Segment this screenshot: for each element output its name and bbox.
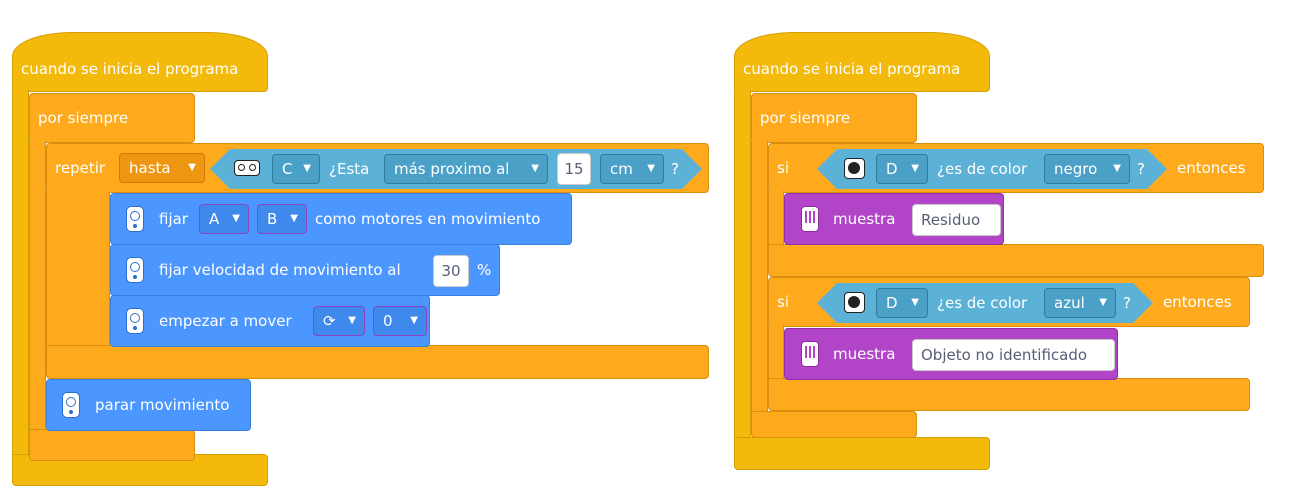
motor-pair-icon: [126, 257, 144, 283]
color-question-label-2: ¿es de color: [937, 294, 1028, 312]
set-motors-label: fijar: [159, 210, 188, 228]
direction-value: ⟳: [323, 312, 336, 330]
color-blue-value: azul: [1054, 294, 1085, 312]
right-hat-foot: [734, 437, 990, 470]
set-speed-block[interactable]: fijar velocidad de movimiento al 30 %: [110, 244, 500, 296]
distance-value-input[interactable]: 15: [557, 153, 591, 185]
repeat-arm: [46, 191, 110, 347]
stop-moving-block[interactable]: parar movimiento: [46, 379, 251, 431]
color-qmark: ?: [1137, 160, 1145, 178]
right-hat-block[interactable]: cuando se inicia el programa: [734, 32, 990, 92]
right-forever-block[interactable]: por siempre: [751, 93, 917, 143]
motor-b-dropdown[interactable]: B▼: [257, 204, 307, 234]
display-unidentified-block[interactable]: muestra Objeto no identificado: [784, 328, 1118, 380]
color-question-label: ¿es de color: [937, 160, 1028, 178]
dropdown-arrow-icon: ▼: [531, 163, 539, 174]
color-sensor-black-boolean[interactable]: D▼ ¿es de color negro▼ ?: [817, 149, 1167, 189]
set-motors-suffix: como motores en movimiento: [315, 210, 541, 228]
repeat-foot: [46, 345, 709, 379]
color-port-dropdown[interactable]: D▼: [876, 154, 928, 184]
color-port-dropdown-2[interactable]: D▼: [876, 288, 928, 318]
color-black-value: negro: [1054, 160, 1098, 178]
color-sensor-blue-boolean[interactable]: D▼ ¿es de color azul▼ ?: [817, 283, 1153, 323]
dropdown-arrow-icon: ▼: [647, 163, 655, 174]
display-residuo-block[interactable]: muestra Residuo: [784, 193, 1004, 245]
speed-value-input[interactable]: 30: [433, 255, 469, 287]
color-black-dropdown[interactable]: negro ▼: [1044, 154, 1130, 184]
steering-value: 0: [383, 312, 393, 330]
dropdown-arrow-icon: ▼: [290, 213, 298, 224]
distance-port-dropdown[interactable]: C▼: [272, 154, 320, 184]
right-forever-arm: [751, 141, 768, 413]
color-sensor-icon: [844, 158, 865, 179]
color-qmark-2: ?: [1123, 294, 1131, 312]
start-moving-label: empezar a mover: [159, 312, 292, 330]
if-black-arm: [768, 191, 784, 246]
repeat-label: repetir: [55, 159, 106, 177]
repeat-mode-dropdown[interactable]: hasta ▼: [119, 153, 205, 183]
right-hat-arm: [734, 90, 751, 440]
dropdown-arrow-icon: ▼: [303, 163, 311, 174]
if-blue-then-label: entonces: [1163, 293, 1232, 311]
speed-unit: %: [477, 261, 492, 279]
display-residuo-input[interactable]: Residuo: [912, 204, 1001, 236]
distance-unit-value: cm: [610, 160, 633, 178]
display-unidentified-label: muestra: [833, 345, 896, 363]
if-black-label: si: [777, 159, 789, 177]
left-forever-arm: [29, 141, 46, 431]
distance-comparison-dropdown[interactable]: más proximo al ▼: [384, 154, 548, 184]
left-forever-foot: [29, 429, 195, 461]
left-forever-label: por siempre: [38, 109, 129, 127]
motor-pair-icon: [126, 308, 144, 334]
if-blue-label: si: [777, 293, 789, 311]
if-black-foot: [768, 244, 1264, 277]
right-forever-foot: [751, 411, 917, 438]
distance-qmark: ?: [671, 160, 679, 178]
motor-pair-icon: [126, 206, 144, 232]
if-blue-foot: [768, 378, 1250, 411]
dropdown-arrow-icon: ▼: [188, 162, 196, 173]
repeat-mode-value: hasta: [129, 159, 171, 177]
color-port-value-2: D: [886, 294, 898, 312]
dropdown-arrow-icon: ▼: [911, 297, 919, 308]
steering-dropdown[interactable]: 0▼: [373, 306, 427, 336]
left-hat-arm: [12, 90, 29, 456]
distance-comparison-value: más proximo al: [394, 160, 510, 178]
dropdown-arrow-icon: ▼: [1099, 297, 1107, 308]
display-residuo-label: muestra: [833, 210, 896, 228]
distance-question-label: ¿Esta: [329, 160, 370, 178]
motor-a-value: A: [209, 210, 220, 228]
color-sensor-icon: [844, 292, 865, 313]
color-port-value: D: [886, 160, 898, 178]
right-hat-label: cuando se inicia el programa: [743, 60, 961, 78]
left-forever-block[interactable]: por siempre: [29, 93, 195, 143]
left-hat-label: cuando se inicia el programa: [21, 60, 239, 78]
motor-b-value: B: [267, 210, 278, 228]
dropdown-arrow-icon: ▼: [348, 315, 356, 326]
color-blue-dropdown[interactable]: azul ▼: [1044, 288, 1116, 318]
light-matrix-icon: [801, 341, 819, 367]
motor-pair-icon: [62, 392, 80, 418]
left-hat-block[interactable]: cuando se inicia el programa: [12, 32, 268, 92]
distance-sensor-boolean[interactable]: C▼ ¿Esta más proximo al▼ 15 cm▼ ?: [210, 149, 702, 189]
distance-unit-dropdown[interactable]: cm ▼: [600, 154, 664, 184]
start-moving-block[interactable]: empezar a mover ⟳▼ 0▼: [110, 295, 430, 347]
if-blue-arm: [768, 325, 784, 380]
if-black-then-label: entonces: [1177, 159, 1246, 177]
dropdown-arrow-icon: ▼: [410, 315, 418, 326]
display-unidentified-input[interactable]: Objeto no identificado: [912, 339, 1115, 371]
dropdown-arrow-icon: ▼: [232, 213, 240, 224]
direction-dropdown[interactable]: ⟳▼: [313, 306, 365, 336]
motor-a-dropdown[interactable]: A▼: [199, 204, 249, 234]
distance-sensor-icon: [234, 160, 260, 176]
stop-moving-label: parar movimiento: [95, 396, 230, 414]
set-speed-label: fijar velocidad de movimiento al: [159, 261, 401, 279]
dropdown-arrow-icon: ▼: [1113, 163, 1121, 174]
light-matrix-icon: [801, 206, 819, 232]
distance-port-value: C: [282, 160, 293, 178]
right-forever-label: por siempre: [760, 109, 851, 127]
set-motors-block[interactable]: fijar A▼ B▼ como motores en movimiento: [110, 193, 572, 245]
dropdown-arrow-icon: ▼: [911, 163, 919, 174]
